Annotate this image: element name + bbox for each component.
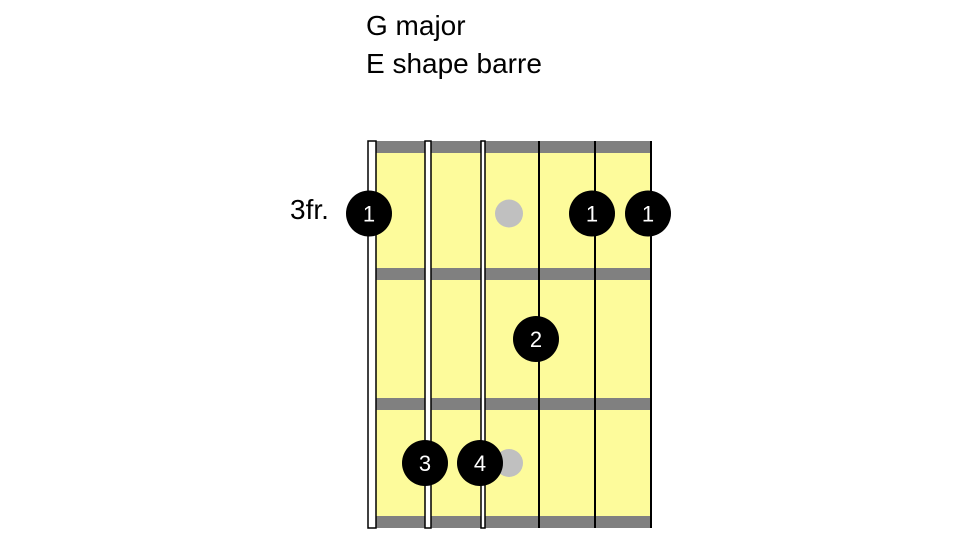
fret-marker <box>495 199 523 228</box>
fret-bar <box>372 141 651 153</box>
fret-bar <box>372 268 651 280</box>
chord-shape: E shape barre <box>366 48 542 79</box>
finger-number: 4 <box>474 451 486 476</box>
fret-marker <box>495 449 523 477</box>
finger-dot <box>402 440 448 486</box>
finger-number: 1 <box>586 202 598 227</box>
finger-number: 1 <box>363 202 375 227</box>
start-fret-label: 3fr. <box>290 194 329 225</box>
chord-name: G major <box>366 10 466 41</box>
finger-number: 1 <box>642 202 654 227</box>
finger-number: 2 <box>530 327 542 352</box>
finger-dot <box>625 190 671 237</box>
finger-dot <box>569 190 615 237</box>
finger-number: 3 <box>419 451 431 476</box>
finger-dot <box>513 316 559 362</box>
fret-bar <box>372 516 651 528</box>
string-1 <box>367 140 377 529</box>
fret-bar <box>372 398 651 410</box>
finger-dot <box>346 190 392 237</box>
finger-dot <box>457 440 503 486</box>
string-2 <box>424 140 432 529</box>
string-3 <box>480 140 486 529</box>
